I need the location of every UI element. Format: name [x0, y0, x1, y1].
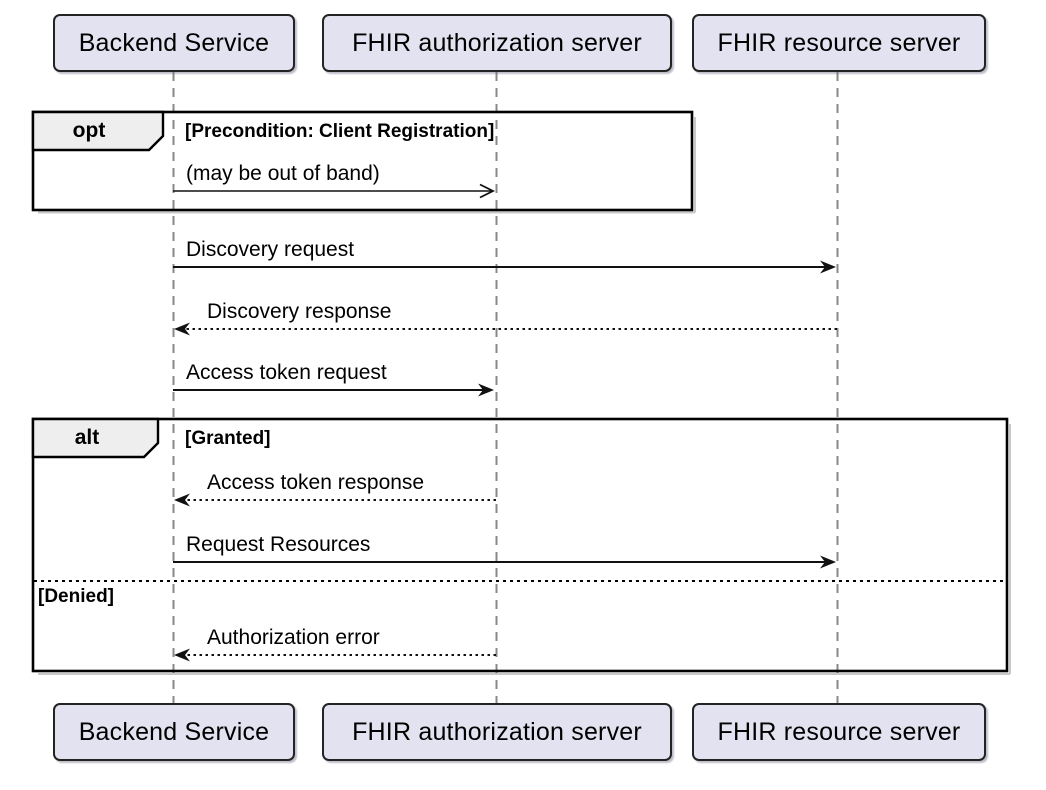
opt-fragment-border [31, 110, 694, 212]
arrowhead-discovery-request [820, 260, 836, 274]
message-label-discovery-request: Discovery request [186, 238, 355, 261]
arrowhead-access-token-request [478, 383, 494, 397]
participant-bottom-fhir-authorization-server: FHIR authorization server [322, 703, 672, 761]
participant-label: FHIR authorization server [352, 717, 642, 746]
participant-top-backend-service: Backend Service [53, 14, 295, 72]
opt-fragment-shadow [38, 117, 696, 214]
participant-bottom-fhir-resource-server: FHIR resource server [692, 703, 986, 761]
message-label-authorization-error: Authorization error [207, 626, 380, 649]
alt-operator-label: alt [74, 426, 100, 449]
arrowhead-discovery-response [174, 322, 190, 336]
arrowhead-access-token-response [174, 493, 190, 507]
message-label-access-token-response: Access token response [207, 471, 425, 494]
participant-label: FHIR resource server [717, 717, 961, 746]
alt-fragment-label-pentagon [31, 417, 160, 459]
participant-label: Backend Service [78, 717, 270, 746]
arrowhead-authorization-error [174, 648, 190, 662]
participant-label: FHIR resource server [717, 28, 961, 57]
opt-guard-label: [Precondition: Client Registration] [185, 121, 495, 142]
alt-fragment-border [31, 417, 1009, 673]
opt-operator-label: opt [72, 119, 106, 142]
participant-label: Backend Service [78, 28, 270, 57]
alt-guard-denied-label: [Denied] [38, 586, 114, 607]
participant-label: FHIR authorization server [352, 28, 642, 57]
arrowhead-may-be-out-of-band [479, 183, 496, 199]
participant-top-fhir-authorization-server: FHIR authorization server [322, 14, 672, 72]
alt-guard-granted-label: [Granted] [185, 428, 271, 449]
alt-fragment-shadow [38, 424, 1011, 675]
message-label-discovery-response: Discovery response [207, 300, 392, 323]
opt-fragment-label-pentagon [31, 110, 165, 152]
message-label-access-token-request: Access token request [186, 361, 387, 384]
arrowhead-request-resources [820, 555, 836, 569]
participant-bottom-backend-service: Backend Service [53, 703, 295, 761]
message-label-request-resources: Request Resources [186, 533, 371, 556]
participant-top-fhir-resource-server: FHIR resource server [692, 14, 986, 72]
message-label-may-be-out-of-band: (may be out of band) [186, 162, 380, 185]
